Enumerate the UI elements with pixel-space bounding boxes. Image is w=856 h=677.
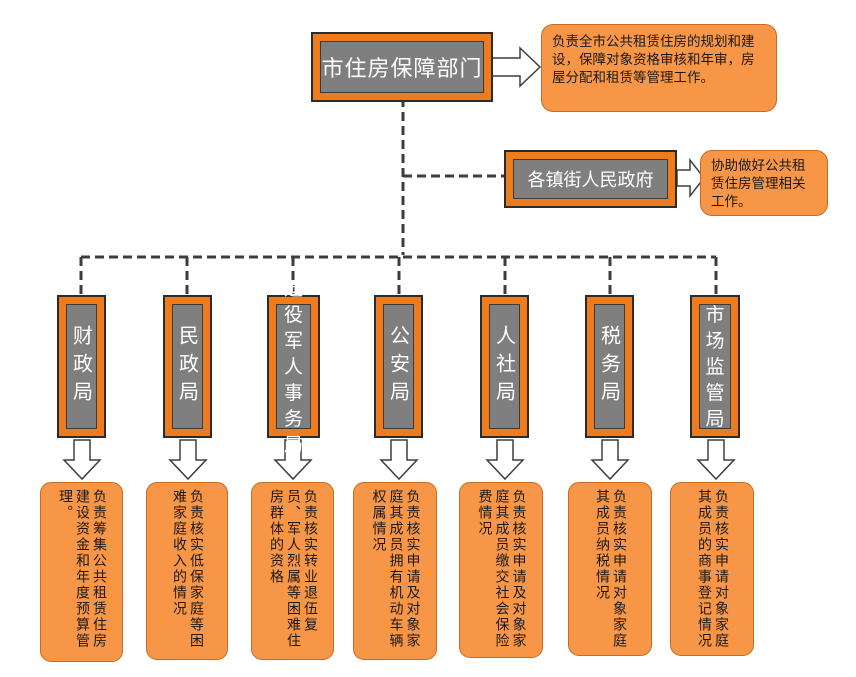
dept-node-4: 人社局 (480, 295, 529, 438)
dept-node-5: 税务局 (585, 295, 634, 438)
arrow-down-2 (273, 439, 313, 481)
arrow-right-top (491, 46, 542, 88)
dept-label-0: 财政局 (66, 304, 97, 429)
dept-duty-text-5: 负责核实申请对象家庭其成员纳税情况 (594, 489, 627, 649)
dept-duty-1: 负责核实低保家庭等困难家庭收入的情况 (146, 482, 228, 660)
top-node: 市住房保障部门 (311, 32, 493, 102)
dept-duty-3: 负责核实申请及对象家庭其成员拥有机动车辆权属情况 (353, 482, 437, 660)
arrow-down-5 (590, 439, 630, 481)
town-node: 各镇街人民政府 (504, 150, 677, 208)
dept-duty-text-4: 负责核实申请及对象家庭其成员缴交社会保险费情况 (476, 489, 527, 649)
arrow-down-1 (168, 439, 208, 481)
dept-duty-text-6: 负责核实申请对象家庭其成员的商事登记情况 (696, 489, 729, 649)
dept-duty-0: 负责筹集公共租赁住房建设资金和年度预算管理。 (40, 482, 123, 662)
dept-duty-4: 负责核实申请及对象家庭其成员缴交社会保险费情况 (459, 482, 543, 658)
dept-duty-2: 负责核实转业退伍复员、军人烈属等困难住房群体的资格 (251, 482, 334, 660)
dept-node-1: 民政局 (163, 295, 212, 438)
dept-node-2: 退役军人事务局 (267, 278, 320, 456)
town-node-label: 各镇街人民政府 (513, 159, 668, 199)
dept-label-2: 退役军人事务局 (276, 278, 311, 456)
dept-label-3: 公安局 (383, 304, 414, 429)
arrow-down-6 (696, 439, 736, 481)
arrow-right-town (676, 157, 705, 199)
arrow-down-4 (485, 439, 525, 481)
dept-node-0: 财政局 (57, 295, 106, 438)
dept-duty-text-0: 负责筹集公共租赁住房建设资金和年度预算管理。 (57, 489, 107, 649)
dept-node-6: 市场监管局 (690, 295, 740, 438)
arrow-down-0 (62, 439, 102, 481)
dept-duty-text-2: 负责核实转业退伍复员、军人烈属等困难住房群体的资格 (268, 489, 318, 649)
dept-duty-text-1: 负责核实低保家庭等困难家庭收入的情况 (171, 489, 204, 649)
dept-label-6: 市场监管局 (699, 304, 731, 430)
dept-label-1: 民政局 (172, 304, 203, 429)
dept-duty-text-3: 负责核实申请及对象家庭其成员拥有机动车辆权属情况 (370, 489, 421, 649)
dept-duty-6: 负责核实申请对象家庭其成员的商事登记情况 (670, 482, 754, 656)
dept-label-4: 人社局 (489, 304, 520, 429)
dept-duty-5: 负责核实申请对象家庭其成员纳税情况 (568, 482, 652, 656)
arrow-down-3 (379, 439, 419, 481)
top-node-label: 市住房保障部门 (320, 41, 484, 93)
dept-node-3: 公安局 (374, 295, 423, 438)
top-node-desc: 负责全市公共租赁住房的规划和建设，保障对象资格审核和年审，房屋分配和租赁等管理工… (541, 24, 777, 112)
dept-label-5: 税务局 (594, 304, 625, 429)
town-node-desc: 协助做好公共租赁住房管理相关工作。 (700, 150, 828, 216)
